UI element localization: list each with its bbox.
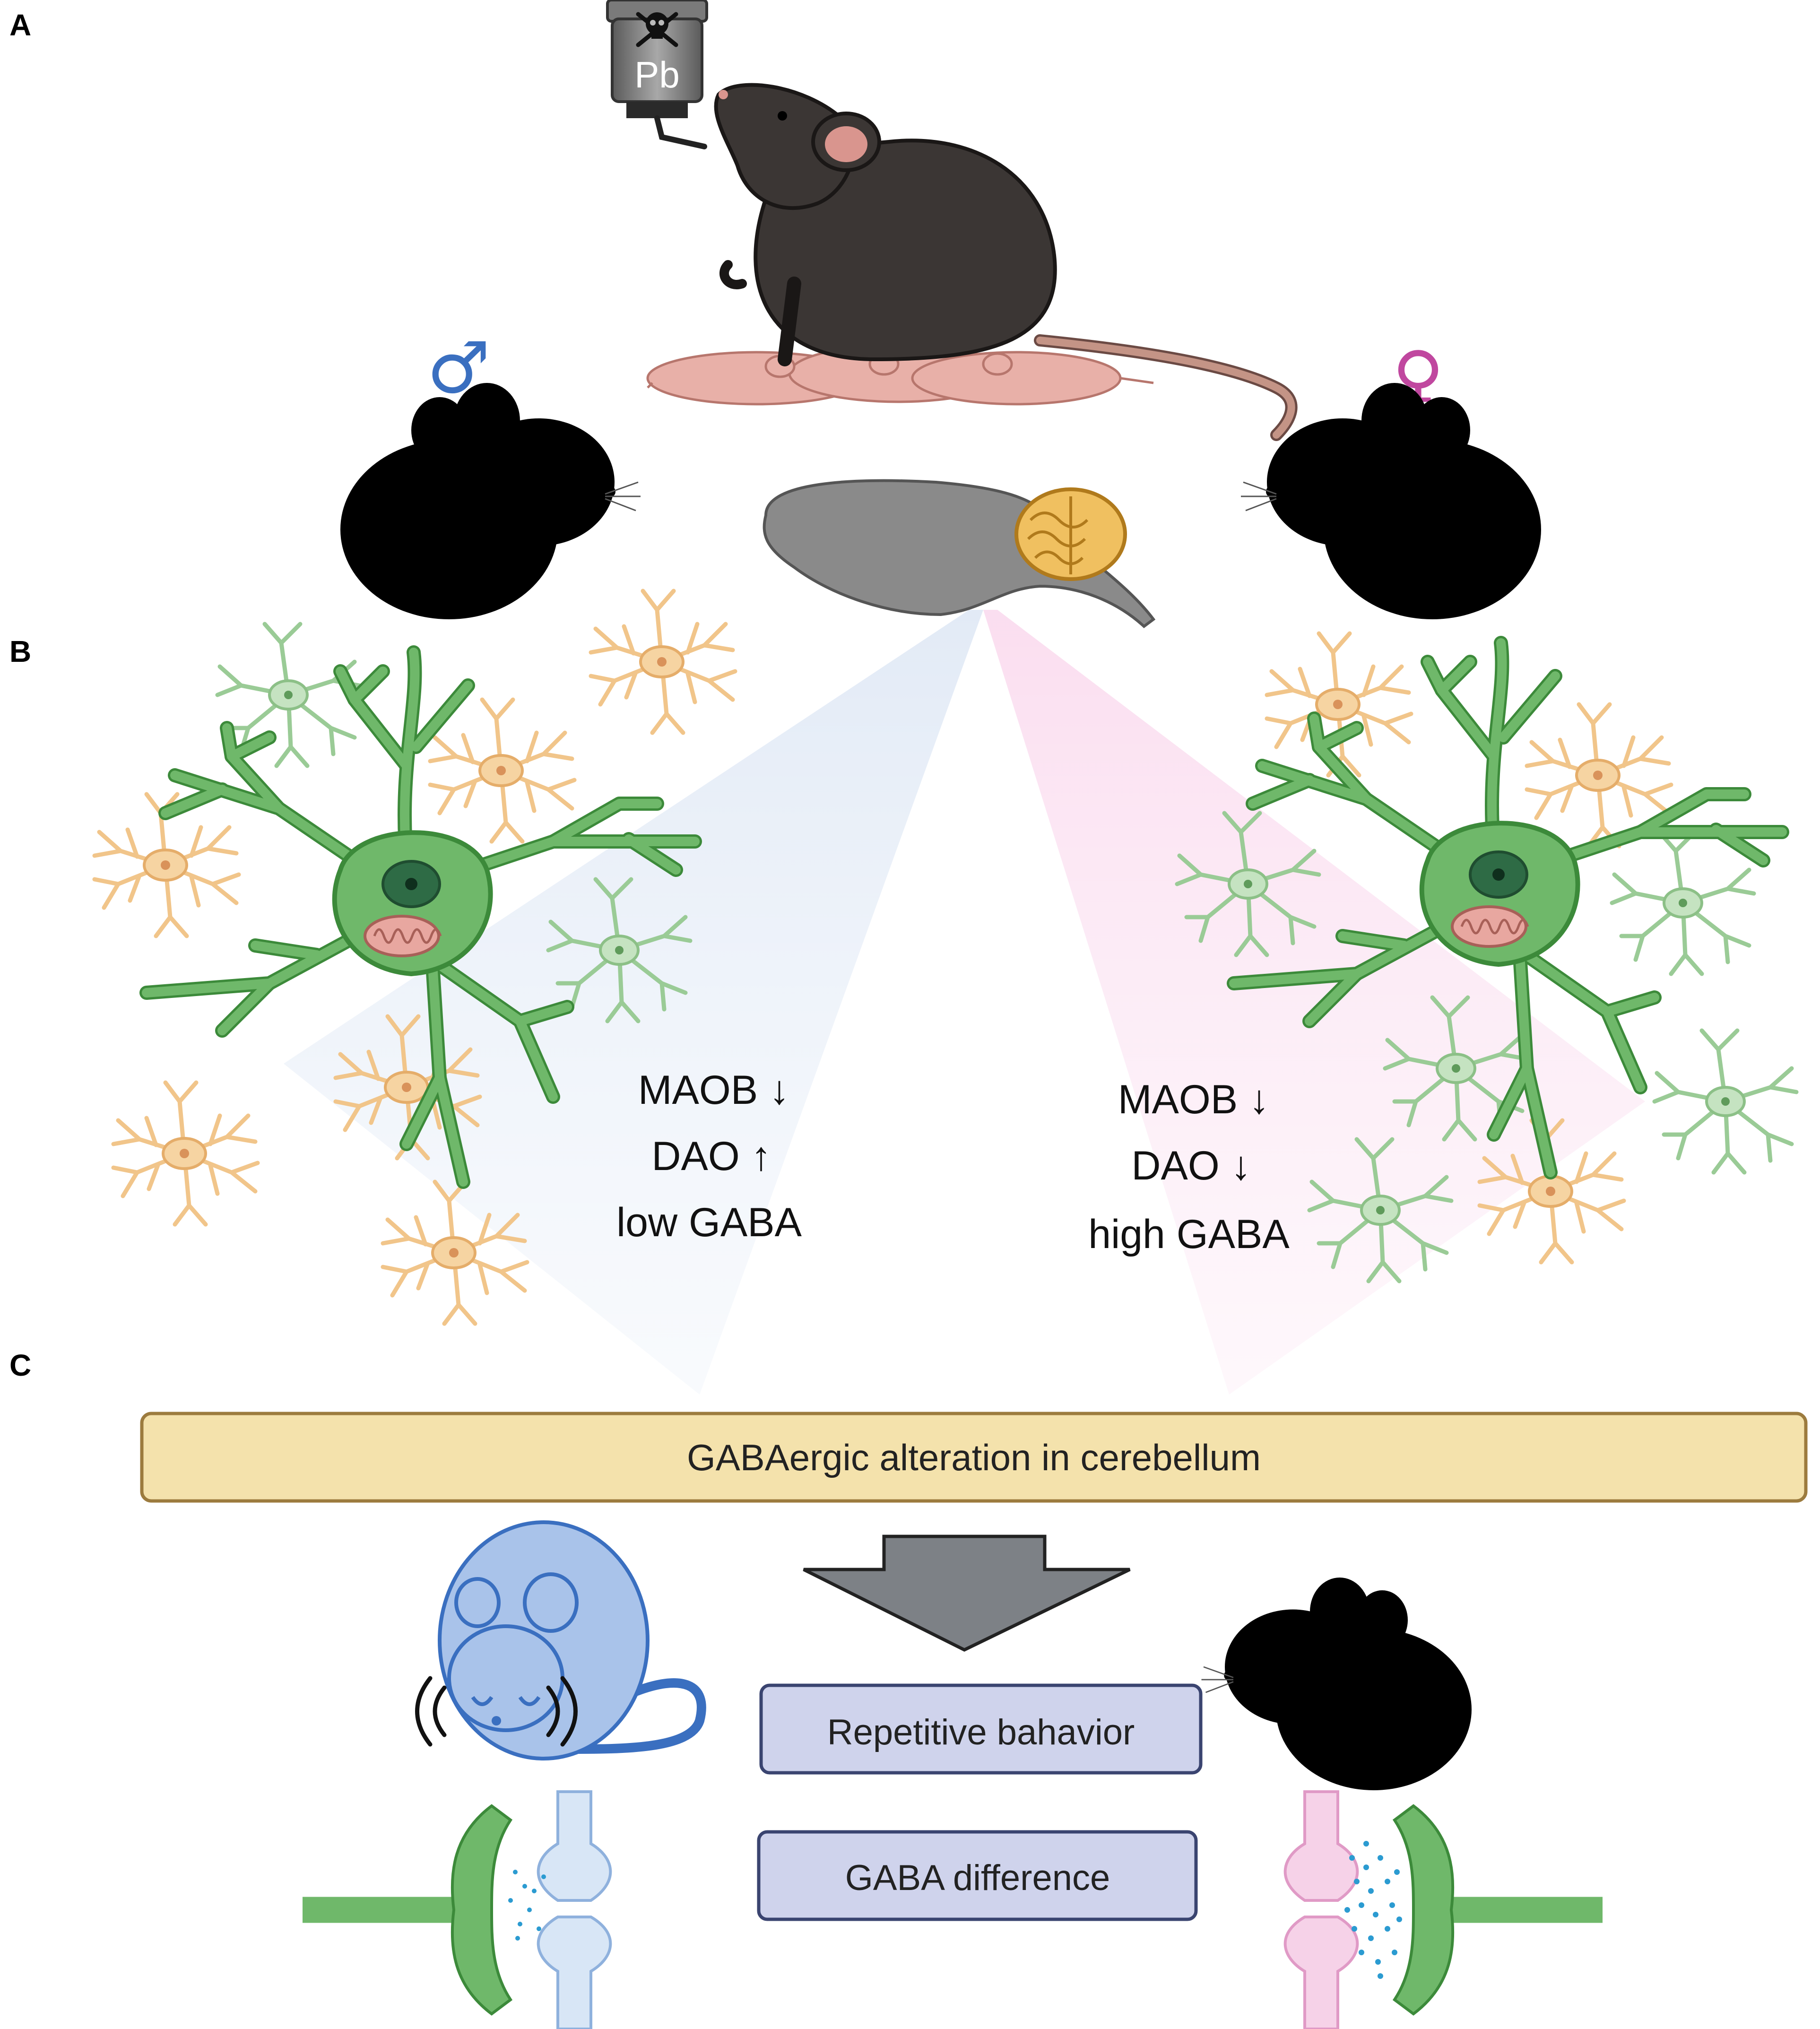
lead-bottle-icon: Pb (606, 0, 708, 149)
panel-label-b: B (9, 634, 31, 668)
repetitive-behavior-box: Repetitive bahavior (759, 1683, 1203, 1775)
male-finding-dao: DAO ↑ (651, 1134, 771, 1179)
down-arrow-icon (803, 1535, 1131, 1652)
bottle-label: Pb (634, 54, 679, 95)
gabaergic-banner: GABAergic alteration in cerebellum (140, 1412, 1808, 1503)
motion-lines-icon (415, 1676, 578, 1747)
panel-label-c: C (9, 1348, 31, 1382)
male-synapse (303, 1790, 612, 2029)
brain-cerebellum-icon (763, 479, 1156, 628)
female-projection-beam (983, 610, 1645, 1395)
astrocyte (430, 700, 574, 841)
female-mouse (1241, 383, 1638, 652)
female-mouse-c (1202, 1578, 1559, 1820)
male-mouse (243, 383, 641, 652)
female-finding-gaba: high GABA (1088, 1212, 1290, 1257)
skull-crossbones-icon (636, 12, 678, 47)
male-finding-gaba: low GABA (616, 1200, 802, 1245)
astrocyte (113, 1083, 258, 1224)
male-grooming-mouse (415, 1520, 706, 1760)
repetitive-behavior-text: Repetitive bahavior (827, 1712, 1135, 1752)
glia-cell (217, 624, 359, 766)
gaba-difference-text: GABA difference (845, 1858, 1110, 1898)
glia-cell (1612, 832, 1754, 974)
gaba-dots-sparse (508, 1870, 546, 1941)
female-finding-dao: DAO ↓ (1131, 1143, 1251, 1188)
male-finding-maob: MAOB ↓ (638, 1067, 789, 1113)
pups (646, 344, 1154, 406)
female-findings: MAOB ↓ DAO ↓ high GABA (1088, 1077, 1290, 1257)
male-projection-beam (284, 610, 983, 1395)
panel-label-a: A (9, 8, 31, 42)
banner-text: GABAergic alteration in cerebellum (687, 1437, 1261, 1478)
dam-mouse (714, 83, 1298, 441)
glia-cell (1655, 1031, 1796, 1172)
female-synapse (1283, 1790, 1603, 2029)
male-findings: MAOB ↓ DAO ↑ low GABA (616, 1067, 802, 1245)
astrocyte (591, 591, 735, 733)
gaba-dots-dense (1344, 1841, 1402, 1979)
female-finding-maob: MAOB ↓ (1118, 1077, 1269, 1122)
gaba-difference-box: GABA difference (757, 1830, 1198, 1921)
astrocyte (1267, 633, 1411, 775)
